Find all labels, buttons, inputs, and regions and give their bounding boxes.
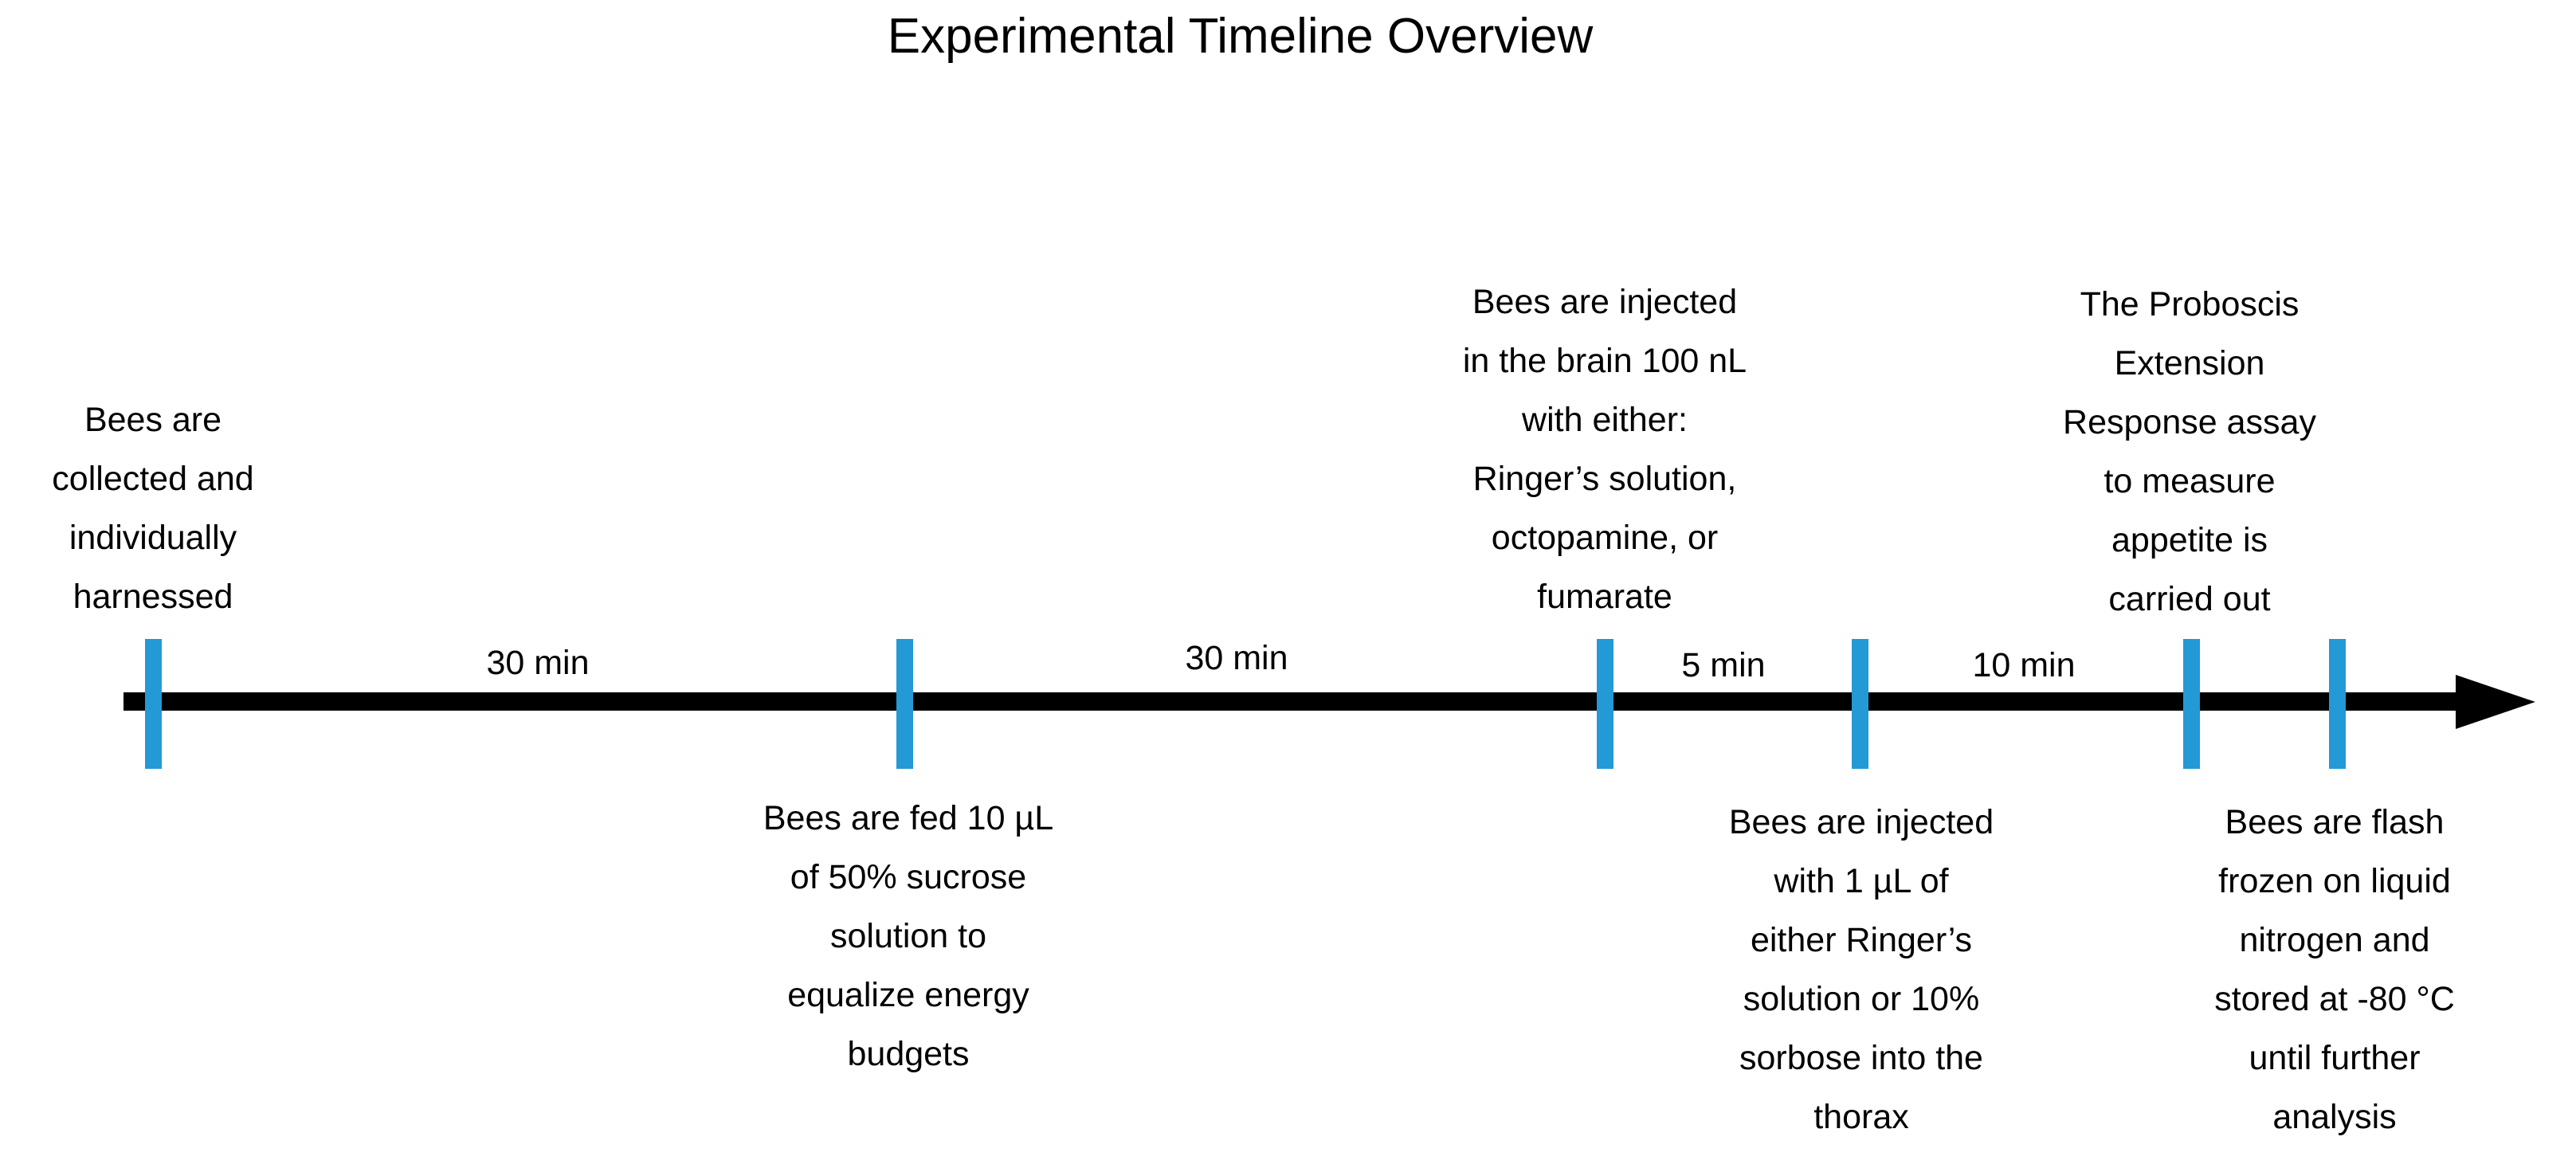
timeline-axis-line bbox=[124, 692, 2458, 711]
page-title-text: Experimental Timeline Overview bbox=[887, 9, 1594, 64]
interval-label-3: 5 min bbox=[1681, 646, 1766, 684]
timeline-tick-5 bbox=[2183, 639, 2200, 769]
timeline-arrow-icon bbox=[2456, 675, 2535, 729]
timeline-event-2-label: Bees are fed 10 µL of 50% sucrose soluti… bbox=[763, 799, 1054, 1073]
interval-label-2: 30 min bbox=[1185, 639, 1288, 677]
timeline-tick-2 bbox=[896, 639, 913, 769]
timeline-event-3-label: Bees are injected in the brain 100 nL wi… bbox=[1462, 283, 1747, 616]
interval-label-1: 30 min bbox=[486, 644, 590, 682]
timeline-event-4-label: Bees are injected with 1 µL of either Ri… bbox=[1728, 803, 1994, 1136]
timeline-tick-6 bbox=[2329, 639, 2346, 769]
timeline-event-6-label: Bees are flash frozen on liquid nitrogen… bbox=[2214, 803, 2455, 1136]
interval-label-4: 10 min bbox=[1972, 646, 2076, 684]
timeline-tick-3 bbox=[1597, 639, 1613, 769]
page-title: Experimental Timeline Overview bbox=[0, 8, 2576, 65]
timeline-event-5-label: The Proboscis Extension Response assay t… bbox=[2063, 285, 2316, 618]
timeline-tick-4 bbox=[1852, 639, 1868, 769]
timeline-tick-1 bbox=[145, 639, 162, 769]
timeline-event-1-label: Bees are collected and individually harn… bbox=[52, 401, 254, 616]
